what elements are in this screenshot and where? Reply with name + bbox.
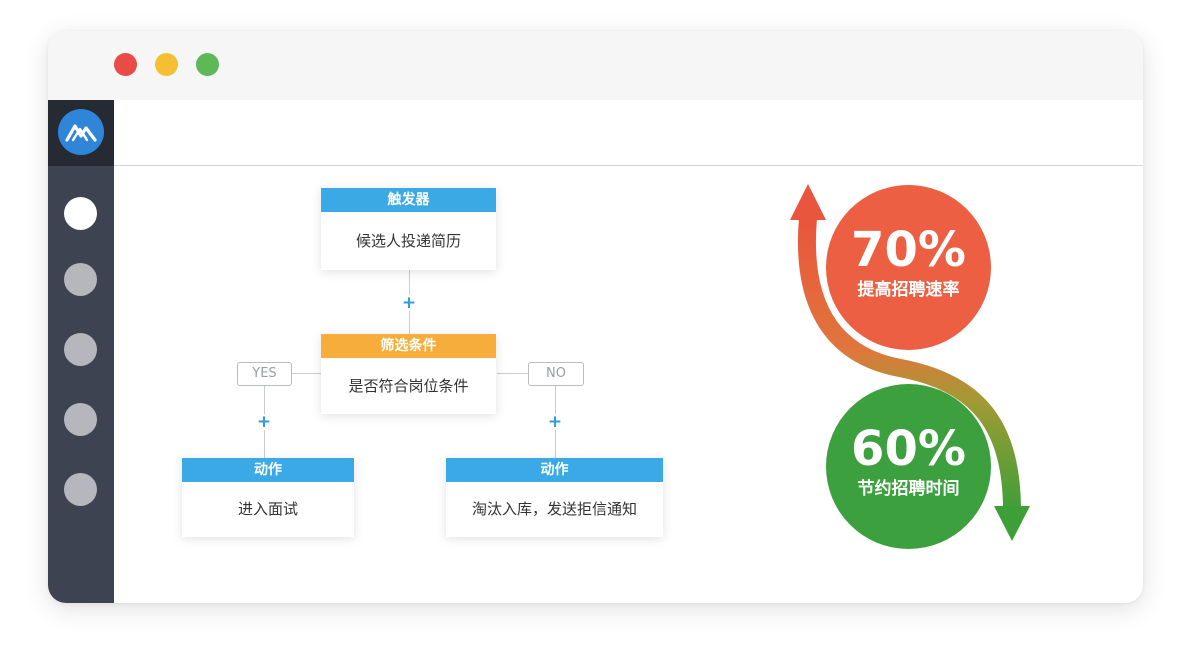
minimize-window-button[interactable] [155, 53, 178, 76]
connector-condition-yes [290, 373, 321, 374]
trigger-node-header: 触发器 [321, 188, 496, 212]
condition-node[interactable]: 筛选条件 是否符合岗位条件 [321, 334, 496, 414]
add-no-step-plus-icon[interactable]: + [547, 412, 563, 432]
sidebar-item-4[interactable] [64, 403, 97, 436]
action-yes-body: 进入面试 [237, 500, 298, 518]
stat-speed-value: 70% [851, 222, 966, 278]
action-no-body: 淘汰入库，发送拒信通知 [471, 500, 637, 518]
action-yes-header: 动作 [182, 458, 354, 482]
yes-branch-label[interactable]: YES [237, 362, 292, 386]
stat-time-circle: 60% 节约招聘时间 [826, 384, 991, 549]
top-bar [114, 100, 1143, 166]
title-bar [48, 31, 1143, 100]
stat-speed-circle: 70% 提高招聘速率 [826, 185, 991, 350]
down-arrow-head-icon [994, 506, 1030, 541]
sidebar [48, 100, 114, 603]
sidebar-item-5[interactable] [64, 473, 97, 506]
condition-node-header: 筛选条件 [321, 334, 496, 358]
s-arrow-path [797, 217, 1021, 511]
sidebar-header [48, 100, 114, 166]
trigger-node-body: 候选人投递简历 [355, 232, 461, 250]
no-branch-label[interactable]: NO [528, 362, 584, 386]
add-yes-step-plus-icon[interactable]: + [256, 412, 272, 432]
mountain-logo-glyph [65, 124, 97, 142]
action-yes-node[interactable]: 动作 进入面试 [182, 458, 354, 537]
close-window-button[interactable] [114, 53, 137, 76]
stat-speed-label: 提高招聘速率 [857, 280, 960, 300]
maximize-window-button[interactable] [196, 53, 219, 76]
action-no-header: 动作 [446, 458, 663, 482]
stat-time-value: 60% [851, 421, 966, 477]
sidebar-item-2[interactable] [64, 263, 97, 296]
trigger-node[interactable]: 触发器 候选人投递简历 [321, 188, 496, 270]
stat-time-label: 节约招聘时间 [857, 479, 960, 499]
add-step-plus-icon[interactable]: + [401, 293, 417, 313]
up-arrow-head-icon [790, 184, 826, 220]
mountain-logo-icon[interactable] [58, 109, 104, 155]
sidebar-item-3[interactable] [64, 333, 97, 366]
stats-s-arrow [790, 184, 1030, 541]
action-no-node[interactable]: 动作 淘汰入库，发送拒信通知 [446, 458, 663, 537]
condition-node-body: 是否符合岗位条件 [348, 377, 469, 395]
connector-condition-no [497, 373, 528, 374]
sidebar-item-1[interactable] [64, 197, 97, 230]
